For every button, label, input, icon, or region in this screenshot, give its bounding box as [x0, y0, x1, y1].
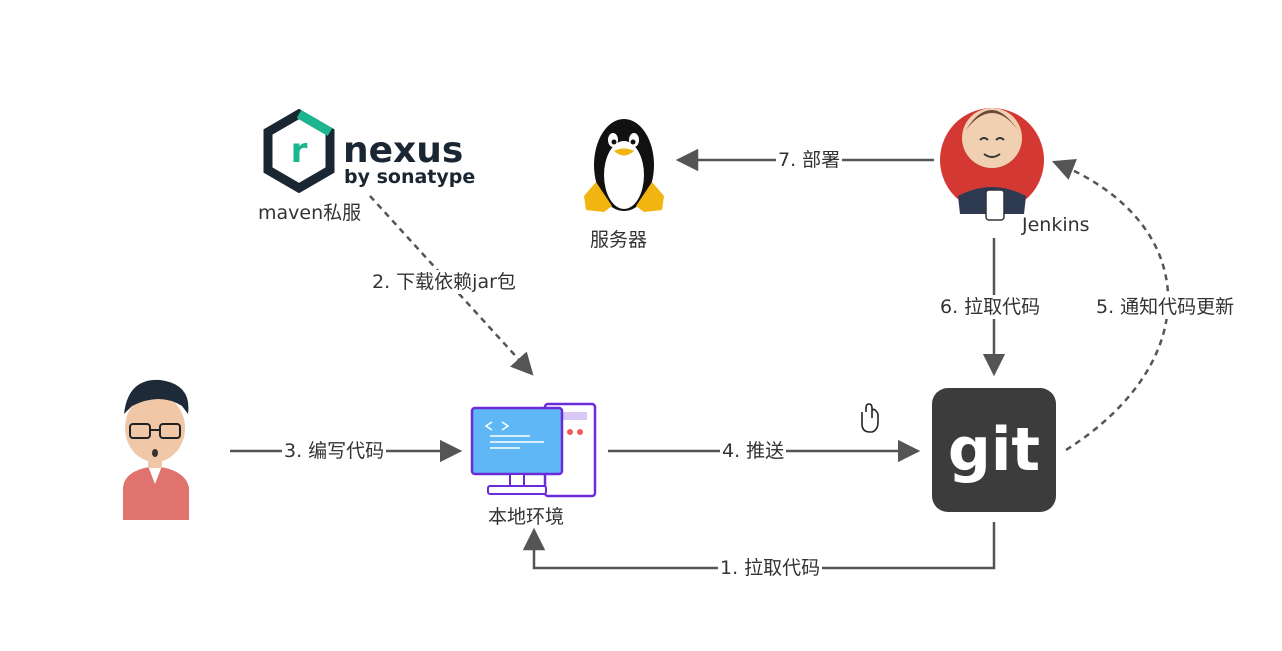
edge-notify-dashed: [1051, 159, 1170, 452]
nexus-subtitle: by sonatype: [344, 166, 475, 188]
hand-cursor-icon: [861, 403, 879, 433]
developer-avatar: [123, 379, 189, 520]
edge-label-write: 3. 编写代码: [282, 439, 387, 463]
server-caption: 服务器: [590, 229, 648, 251]
edge-label-push: 4. 推送: [720, 439, 787, 463]
nexus-r-letter: r: [291, 131, 308, 171]
linux-penguin-icon: [584, 119, 664, 212]
edge-label-local-pull: 1. 拉取代码: [718, 556, 823, 580]
edge-label-deploy: 7. 部署: [776, 148, 843, 172]
nexus-wordmark: nexus: [343, 130, 463, 171]
jenkins-caption: Jenkins: [1022, 214, 1090, 236]
computer-icon: [470, 402, 597, 498]
edge-download-dashed: [369, 195, 534, 376]
edge-label-notify: 5. 通知代码更新: [1094, 295, 1237, 319]
git-wordmark: git: [948, 415, 1040, 485]
local-caption: 本地环境: [488, 506, 565, 528]
edge-label-jenkins-pull: 6. 拉取代码: [938, 295, 1043, 319]
nexus-logo: r nexus by sonatype: [263, 108, 475, 194]
jenkins-icon: [940, 108, 1044, 221]
nexus-caption: maven私服: [258, 202, 362, 224]
edge-label-download: 2. 下载依赖jar包: [370, 270, 518, 294]
git-logo: git: [932, 388, 1056, 512]
